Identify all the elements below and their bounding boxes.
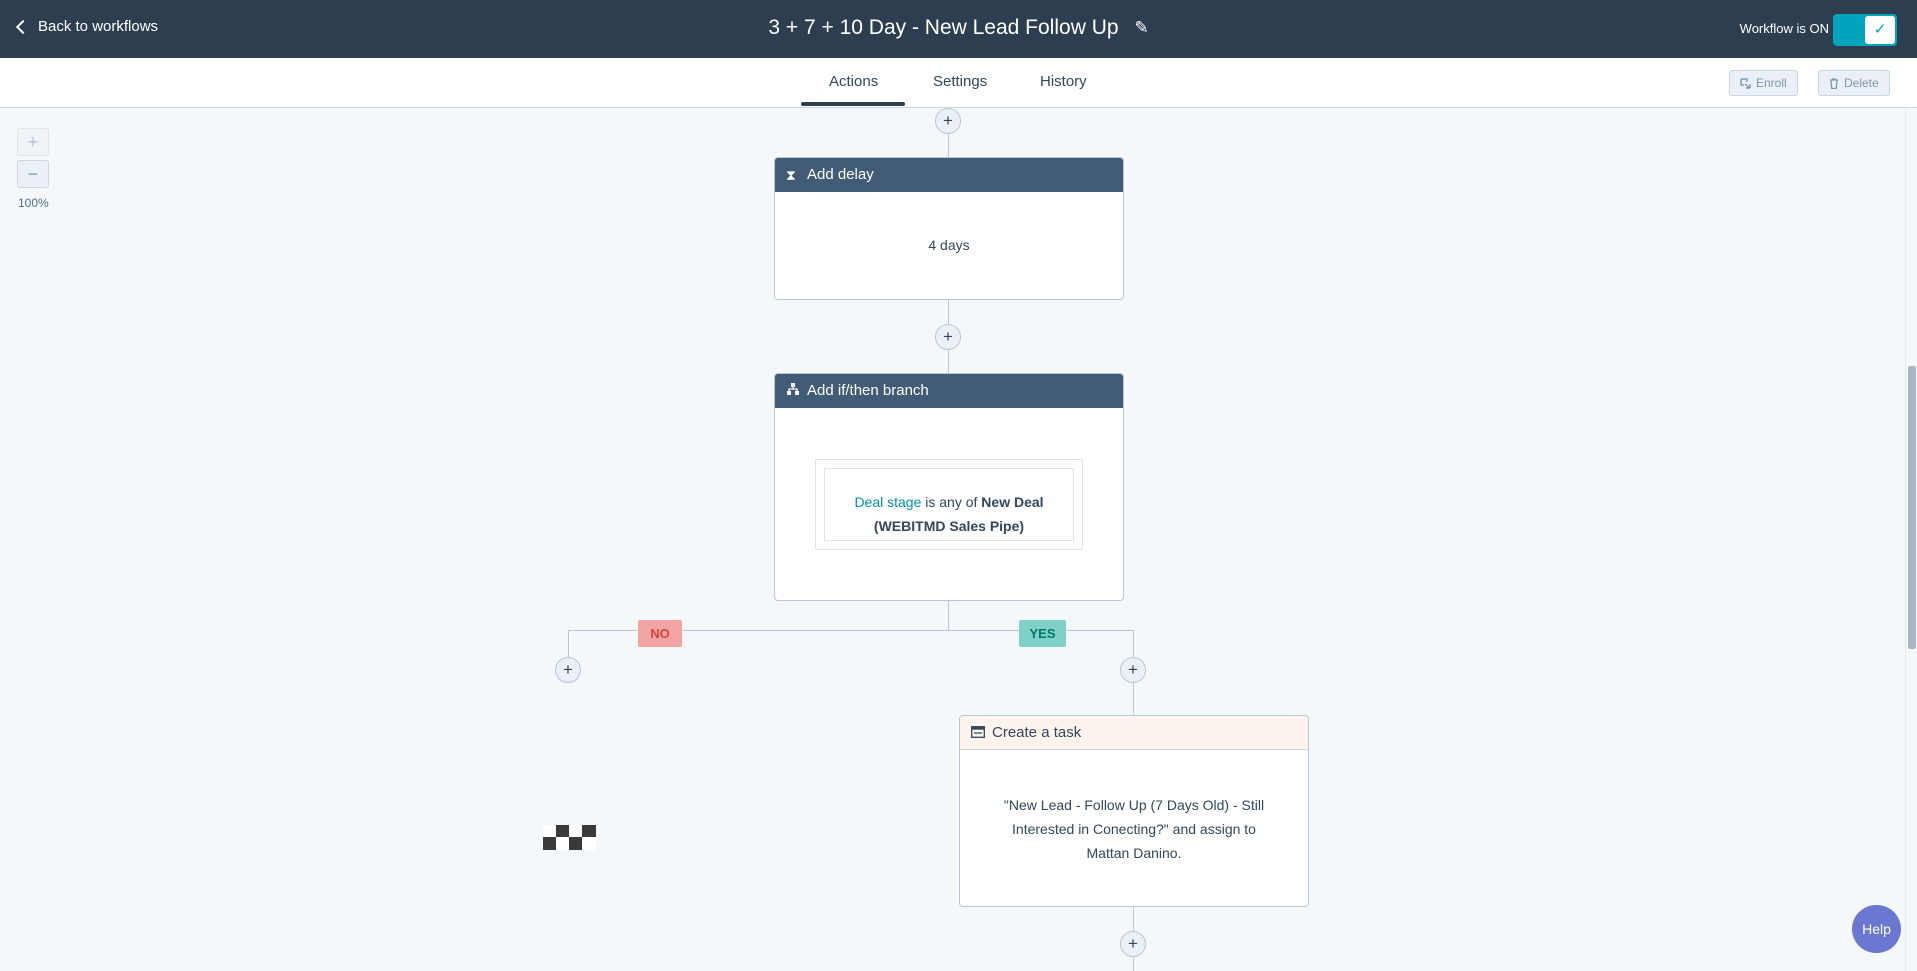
branch-split-line — [568, 630, 1134, 631]
check-icon: ✓ — [1865, 16, 1895, 44]
tab-actions[interactable]: Actions — [829, 73, 879, 90]
enroll-label: Enroll — [1756, 76, 1787, 90]
scrollbar-thumb[interactable] — [1908, 366, 1916, 649]
condition-operator: is any of — [925, 494, 978, 510]
branch-card-title: Add if/then branch — [807, 382, 929, 399]
branch-condition-box: Deal stage is any of New Deal (WEBITMD S… — [815, 459, 1083, 550]
task-description-line: Interested in Conecting?" and assign to — [1012, 821, 1256, 837]
yes-branch-tag: YES — [1019, 620, 1066, 647]
workflow-status-label: Workflow is ON — [1739, 21, 1829, 36]
canvas-scrollbar[interactable] — [1905, 108, 1917, 971]
workflow-canvas[interactable]: + − 100% + ⧗ Add delay 4 days + Add if/t… — [0, 108, 1905, 971]
tab-bar: Actions Settings History Enroll Delete — [0, 58, 1917, 108]
workflow-toggle[interactable]: ✓ — [1833, 14, 1897, 46]
help-button[interactable]: Help — [1852, 905, 1901, 953]
delay-value: 4 days — [928, 237, 970, 253]
task-description-line: Mattan Danino. — [1086, 845, 1182, 861]
add-action-button-no[interactable]: + — [555, 657, 581, 683]
active-tab-indicator — [801, 102, 905, 106]
task-description-line: "New Lead - Follow Up (7 Days Old) - Sti… — [1003, 797, 1265, 813]
delay-action-card[interactable]: ⧗ Add delay 4 days — [774, 157, 1124, 300]
pencil-icon[interactable]: ✎ — [1134, 18, 1149, 37]
back-label: Back to workflows — [38, 18, 159, 35]
workflow-title: 3 + 7 + 10 Day - New Lead Follow Up ✎ — [0, 16, 1917, 40]
no-branch-line — [568, 630, 569, 677]
no-branch-tag: NO — [638, 620, 682, 647]
branch-action-card[interactable]: Add if/then branch Deal stage is any of … — [774, 373, 1124, 601]
task-card-title: Create a task — [992, 724, 1082, 741]
connector-line — [948, 601, 949, 630]
task-description: "New Lead - Follow Up (7 Days Old) - Sti… — [960, 750, 1308, 865]
delay-card-header: ⧗ Add delay — [775, 158, 1123, 192]
trash-icon — [1830, 77, 1838, 89]
end-flag-icon — [543, 825, 596, 850]
back-to-workflows-link[interactable]: Back to workflows — [15, 18, 159, 35]
enroll-button[interactable]: Enroll — [1729, 70, 1798, 96]
task-icon — [971, 716, 985, 750]
delete-button[interactable]: Delete — [1818, 70, 1890, 96]
branch-icon — [786, 374, 800, 408]
condition-property[interactable]: Deal stage — [854, 494, 922, 510]
task-card-header: Create a task — [960, 716, 1308, 750]
enroll-icon — [1740, 77, 1751, 89]
top-bar: Back to workflows 3 + 7 + 10 Day - New L… — [0, 0, 1917, 58]
tab-settings[interactable]: Settings — [933, 73, 988, 90]
condition-value: New Deal (WEBITMD Sales Pipe) — [873, 494, 1044, 534]
zoom-in-button[interactable]: + — [17, 128, 49, 156]
add-action-button-yes[interactable]: + — [1120, 657, 1146, 683]
tab-history[interactable]: History — [1040, 73, 1087, 90]
add-action-button[interactable]: + — [935, 108, 961, 134]
add-action-button[interactable]: + — [1120, 931, 1146, 957]
branch-condition[interactable]: Deal stage is any of New Deal (WEBITMD S… — [824, 468, 1074, 541]
workflow-title-text: 3 + 7 + 10 Day - New Lead Follow Up — [768, 16, 1119, 39]
branch-card-header: Add if/then branch — [775, 374, 1123, 408]
delay-card-title: Add delay — [807, 166, 874, 183]
delete-label: Delete — [1844, 76, 1879, 90]
task-action-card[interactable]: Create a task "New Lead - Follow Up (7 D… — [959, 715, 1309, 907]
hourglass-icon: ⧗ — [786, 167, 796, 183]
add-action-button[interactable]: + — [935, 324, 961, 350]
zoom-out-button[interactable]: − — [17, 160, 49, 188]
zoom-level: 100% — [18, 196, 49, 210]
